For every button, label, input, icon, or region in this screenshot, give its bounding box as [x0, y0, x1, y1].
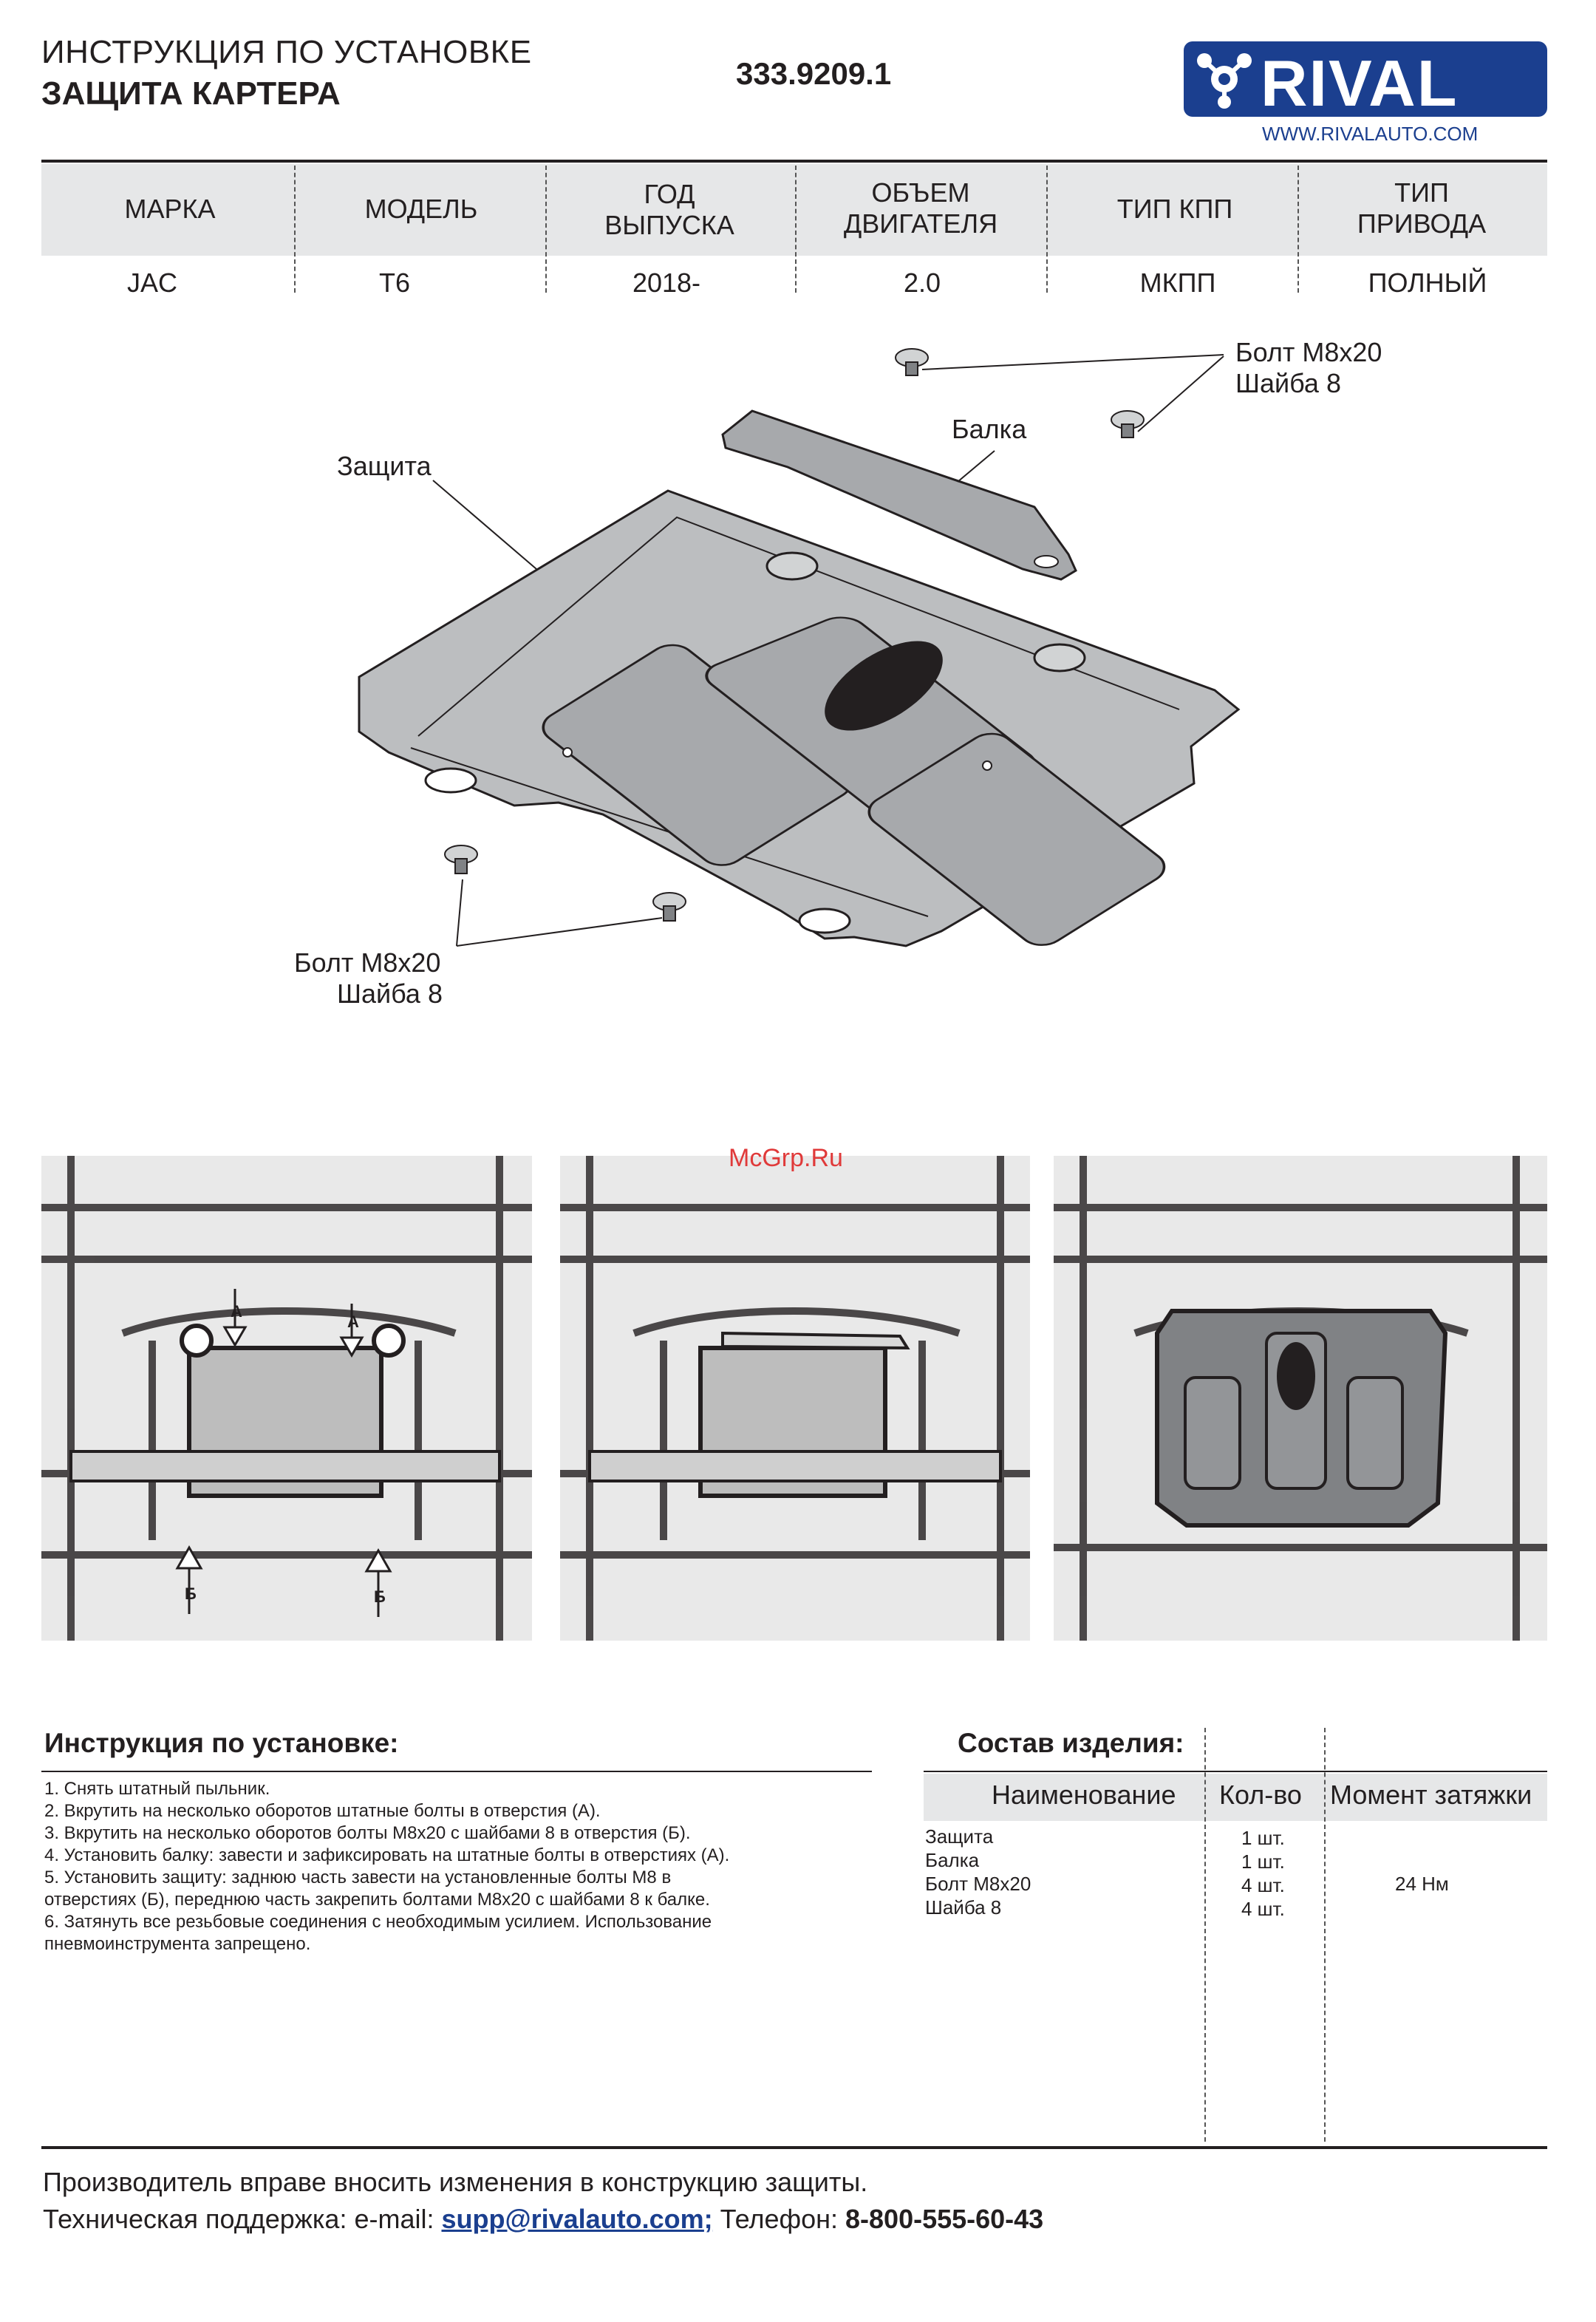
footer-divider — [41, 2146, 1547, 2149]
label-beam: Балка — [952, 414, 1027, 444]
vt-separator — [795, 166, 797, 293]
chassis-photo-1: А А Б Б — [41, 1156, 532, 1641]
instructions-list: 1. Снять штатный пыльник. 2. Вкрутить на… — [44, 1778, 864, 1955]
marker-a-right: А — [347, 1312, 359, 1331]
label-guard: Защита — [337, 451, 432, 481]
instruction-step: 3. Вкрутить на несколько оборотов болты … — [44, 1823, 691, 1843]
composition-header — [924, 1774, 1547, 1821]
vt-separator — [545, 166, 547, 293]
vt-value-engine: 2.0 — [903, 268, 941, 298]
torque-value: 24 Нм — [1395, 1873, 1449, 1895]
instruction-step: 2. Вкрутить на несколько оборотов штатны… — [44, 1801, 601, 1821]
col-name-header: Наименование — [992, 1780, 1176, 1810]
instruction-step: 6. Затянуть все резьбовые соединения с н… — [44, 1912, 712, 1932]
marker-b-left: Б — [185, 1584, 197, 1603]
vt-value-make: JAC — [126, 268, 177, 298]
vt-value-gearbox: МКПП — [1139, 268, 1216, 298]
item-qty: 4 шт. — [1241, 1898, 1285, 1920]
product-title: ЗАЩИТА КАРТЕРА — [41, 75, 341, 112]
skid-plate-drawing — [358, 489, 1241, 947]
instruction-step: отверстиях (Б), переднюю часть закрепить… — [44, 1890, 710, 1910]
top-divider — [41, 160, 1547, 163]
item-qty: 1 шт. — [1241, 1827, 1285, 1849]
photo-step-3 — [1054, 1156, 1547, 1641]
item-qty: 1 шт. — [1241, 1851, 1285, 1873]
support-label: Техническая поддержка: e-mail: — [43, 2204, 442, 2234]
part-number: 333.9209.1 — [736, 56, 892, 91]
watermark: McGrp.Ru — [729, 1144, 843, 1172]
vt-header-make: МАРКА — [124, 194, 216, 224]
vehicle-table-header — [41, 164, 1547, 256]
composition-separator — [1324, 1728, 1326, 2142]
chassis-photo-3 — [1054, 1156, 1547, 1641]
item-name: Болт М8х20 — [925, 1873, 1031, 1895]
instruction-step: 1. Снять штатный пыльник. — [44, 1779, 270, 1799]
instruction-step: 4. Установить балку: завести и зафиксиро… — [44, 1845, 730, 1865]
vt-separator — [1046, 166, 1048, 293]
marker-b-right: Б — [374, 1587, 386, 1606]
vt-value-drive: ПОЛНЫЙ — [1368, 268, 1487, 298]
chassis-photo-2 — [560, 1156, 1030, 1641]
logo-text: RIVAL — [1261, 47, 1459, 120]
marker-a-left: А — [231, 1302, 242, 1321]
bolt-drawings — [444, 348, 1145, 922]
website-link[interactable]: WWW.RIVALAUTO.COM — [1262, 123, 1479, 145]
item-qty: 4 шт. — [1241, 1874, 1285, 1896]
instruction-title: ИНСТРУКЦИЯ ПО УСТАНОВКЕ — [41, 34, 532, 70]
vt-header-gearbox: ТИП КПП — [1116, 194, 1233, 224]
email-suffix: ; — [703, 2204, 713, 2234]
phone-label: Телефон: — [712, 2204, 839, 2234]
item-name: Защита — [925, 1825, 994, 1848]
composition-separator — [1204, 1728, 1206, 2142]
exploded-diagram — [358, 348, 1241, 947]
support-email-link[interactable]: supp@rivalauto.com — [441, 2204, 704, 2234]
vt-value-year: 2018- — [632, 268, 701, 298]
support-phone: 8-800-555-60-43 — [838, 2204, 1044, 2234]
vt-value-model: T6 — [378, 268, 410, 298]
composition-title: Состав изделия: — [958, 1728, 1184, 1758]
logo-molecule-icon — [1197, 53, 1252, 109]
col-qty-header: Кол-во — [1219, 1780, 1302, 1810]
vt-header-model: МОДЕЛЬ — [364, 194, 478, 224]
photo-step-1: А А Б Б — [41, 1156, 532, 1641]
beam-drawing — [721, 409, 1077, 581]
vt-separator — [1297, 166, 1299, 293]
col-torque-header: Момент затяжки — [1330, 1780, 1532, 1810]
vt-separator — [294, 166, 296, 293]
item-name: Балка — [925, 1849, 980, 1871]
instruction-step: 5. Установить защиту: заднюю часть завес… — [44, 1868, 672, 1887]
instructions-title: Инструкция по установке: — [44, 1728, 399, 1758]
instructions-divider — [41, 1771, 872, 1772]
composition-divider — [924, 1771, 1547, 1772]
footer-disclaimer: Производитель вправе вносить изменения в… — [43, 2167, 868, 2197]
instruction-step: пневмоинструмента запрещено. — [44, 1934, 311, 1954]
footer-support: Техническая поддержка: e-mail: supp@riva… — [43, 2204, 1043, 2235]
leader-lines — [432, 354, 1224, 947]
rival-logo: RIVAL — [1184, 41, 1547, 120]
item-name: Шайба 8 — [925, 1896, 1002, 1918]
photo-step-2 — [560, 1156, 1030, 1641]
